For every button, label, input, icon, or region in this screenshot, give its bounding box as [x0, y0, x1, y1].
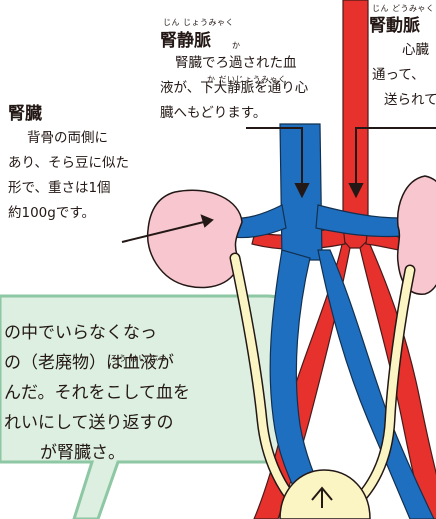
bubble-line-5: が腎臓さ。 [40, 438, 125, 468]
kidney-line-2: あり、そら豆に似た [8, 151, 129, 176]
bubble-line-1: の中でいらなくなっ [4, 318, 157, 348]
vein-line-1: 腎臓でろ過された血 [175, 51, 297, 76]
bubble-line-2: の（老廃物）は血液が [4, 348, 174, 378]
artery-line-2: 通って、 [372, 63, 425, 88]
kidney-line-1: 背骨の両側に [27, 126, 108, 151]
vein-title: 腎静脈 [160, 26, 211, 51]
vein-line-2: 液が、下大静脈を通り心 [160, 76, 308, 101]
bubble-line-4: れいにして送り返すの [4, 408, 174, 438]
artery-line-1: 心臓 [402, 38, 429, 63]
kidney-line-3: 形で、重さは1個 [8, 176, 111, 201]
vein-line-3: 臓へもどります。 [160, 101, 266, 126]
kidney-title: 腎臓 [8, 99, 42, 124]
artery-line-3: 送られて [384, 88, 436, 113]
artery-title: 腎動脈 [369, 11, 420, 36]
kidney-line-4: 約100gです。 [8, 201, 95, 226]
bubble-line-3: んだ。それをこして血を [4, 378, 190, 408]
kidney-left [148, 190, 242, 287]
vein-ruby-ka: か [232, 40, 241, 51]
